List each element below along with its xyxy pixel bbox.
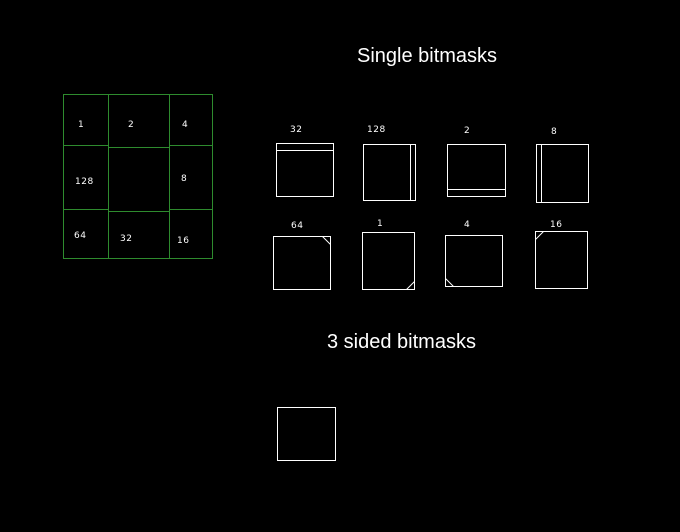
grid-outline <box>63 94 213 259</box>
mask-label-128: 128 <box>367 125 386 135</box>
tile-32-outline <box>276 143 334 197</box>
tile-4 <box>445 235 503 287</box>
tile-32 <box>276 143 334 197</box>
tile-4-mask-edge <box>445 278 454 287</box>
tile-16 <box>535 231 588 289</box>
tile-128 <box>363 144 416 201</box>
tile-three-sided <box>277 407 336 461</box>
tile-1-outline <box>362 232 415 290</box>
mask-label-2: 2 <box>464 126 471 136</box>
tile-2 <box>447 144 506 197</box>
mask-label-16: 16 <box>550 220 563 230</box>
grid-label-128: 128 <box>75 177 94 187</box>
tile-8 <box>536 144 589 203</box>
tile-three-sided-outline <box>277 407 336 461</box>
mask-label-64: 64 <box>291 221 304 231</box>
mask-label-4: 4 <box>464 220 471 230</box>
neighbor-grid <box>63 94 213 259</box>
mask-label-32: 32 <box>290 125 303 135</box>
grid-label-8: 8 <box>181 174 188 184</box>
grid-label-64: 64 <box>74 231 87 241</box>
tile-4-outline <box>445 235 503 287</box>
tile-8-outline <box>536 144 589 203</box>
mask-label-1: 1 <box>377 219 384 229</box>
tile-128-outline <box>363 144 416 201</box>
tile-16-outline <box>535 231 588 289</box>
tile-2-outline <box>447 144 506 197</box>
grid-label-2: 2 <box>128 120 135 130</box>
tile-1-mask-edge <box>406 281 415 290</box>
tile-16-mask-edge <box>535 231 544 240</box>
tile-64 <box>273 236 331 290</box>
mask-label-8: 8 <box>551 127 558 137</box>
bitmask-tiles <box>273 143 589 461</box>
tile-1 <box>362 232 415 290</box>
tile-64-mask-edge <box>322 236 331 245</box>
grid-label-1: 1 <box>78 120 85 130</box>
tile-64-outline <box>273 236 331 290</box>
three-sided-bitmasks-heading: 3 sided bitmasks <box>327 331 476 353</box>
grid-label-32: 32 <box>120 234 133 244</box>
grid-label-4: 4 <box>182 120 189 130</box>
single-bitmasks-heading: Single bitmasks <box>357 45 498 67</box>
grid-label-16: 16 <box>177 236 190 246</box>
